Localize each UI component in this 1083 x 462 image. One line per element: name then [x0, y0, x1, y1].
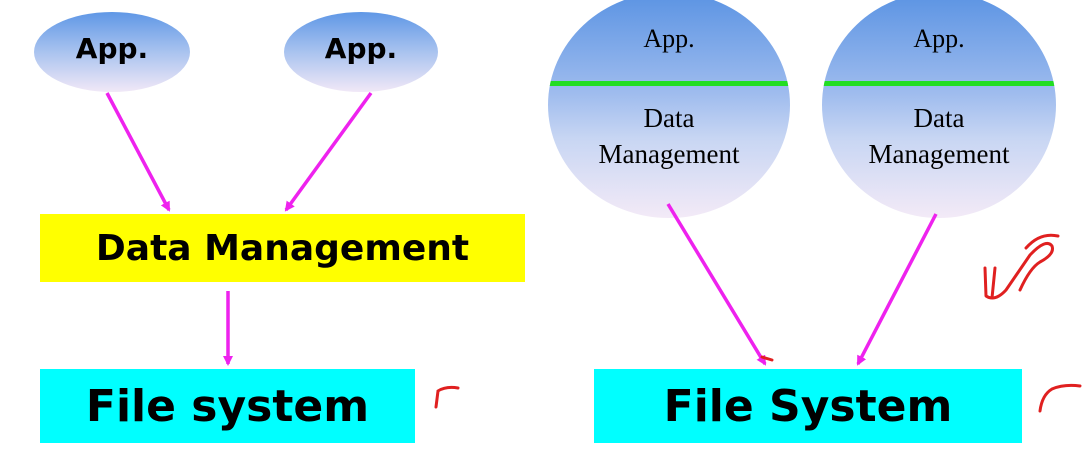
right-file-system-box: File System — [594, 369, 1022, 443]
right-file-system-label: File System — [663, 380, 953, 432]
left-data-management-label: Data Management — [95, 227, 470, 269]
left-file-system-box: File system — [40, 369, 415, 443]
annotation-check-mark-2 — [1038, 383, 1082, 413]
right-app-1-label: App. — [643, 24, 695, 53]
left-file-system-label: File system — [85, 380, 370, 432]
left-app-1-label: App. — [75, 31, 149, 65]
annotation-check-mark-1 — [434, 385, 460, 409]
right-dm-1-line1: Data — [643, 103, 695, 133]
right-data-management-1-label: Data Management — [548, 100, 790, 172]
left-data-management-box: Data Management — [40, 214, 525, 282]
arrow-right-dm2-to-fs — [856, 213, 938, 366]
right-app-2-node: App. Data Management — [822, 0, 1056, 218]
annotation-small-mark — [760, 355, 774, 362]
right-app-2-label: App. — [913, 24, 965, 53]
right-dm-2-line1: Data — [913, 103, 965, 133]
left-app-2-label: App. — [324, 31, 398, 65]
right-dm-1-line2: Management — [598, 139, 740, 169]
arrow-right-dm1-to-fs — [666, 203, 767, 366]
right-app-1-node: App. Data Management — [548, 0, 790, 218]
right-app-1-divider — [548, 81, 790, 86]
right-app-2-divider — [822, 81, 1056, 86]
right-data-management-2-label: Data Management — [822, 100, 1056, 172]
left-app-2-node: App. — [284, 12, 438, 92]
arrow-left-app2-to-dm — [284, 91, 373, 212]
annotation-check-mark-3 — [983, 233, 1060, 300]
right-dm-2-line2: Management — [868, 139, 1010, 169]
arrow-left-app1-to-dm — [105, 92, 171, 212]
left-app-1-node: App. — [34, 12, 190, 92]
